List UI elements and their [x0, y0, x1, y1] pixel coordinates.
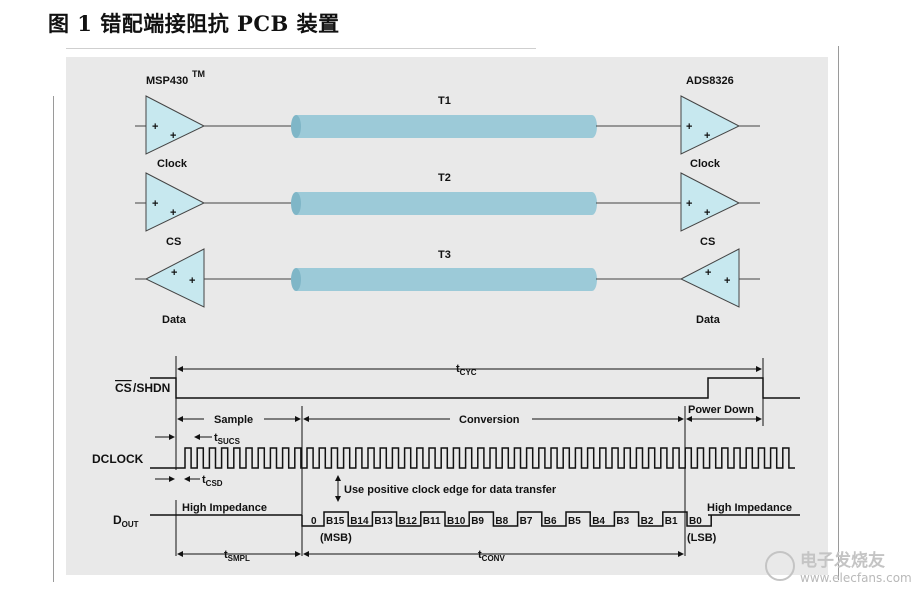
msb-label: (MSB) — [320, 532, 352, 544]
bit-label-b0: B0 — [689, 516, 702, 527]
line-name: T1 — [438, 95, 451, 107]
bit-label-b13: B13 — [374, 516, 393, 527]
receiver-triangle — [680, 172, 741, 232]
bit-label-b15: B15 — [326, 516, 345, 527]
plus-sign: + — [686, 198, 692, 210]
bit-label-b7: B7 — [520, 516, 533, 527]
mcu-trademark: TM — [192, 69, 205, 79]
line-row-t3: + + + + T3 Data Data — [135, 248, 760, 326]
bit-label-b2: B2 — [641, 516, 654, 527]
bit-label-b6: B6 — [544, 516, 557, 527]
bit-label-b12: B12 — [399, 516, 418, 527]
bit-label-b10: B10 — [447, 516, 466, 527]
plus-sign: + — [171, 267, 177, 279]
figure-caption: 图 1 错配端接阻抗 PCB 装置 — [48, 11, 340, 36]
watermark-url: www.elecfans.com — [800, 571, 911, 585]
power-down-label: Power Down — [688, 404, 754, 416]
bit-label-b11: B11 — [423, 516, 441, 527]
plus-sign: + — [170, 207, 176, 219]
plus-sign: + — [170, 130, 176, 142]
t-conv-label: tCONV — [478, 549, 505, 563]
cs-waveform — [150, 377, 800, 399]
dclock-label: DCLOCK — [92, 452, 144, 466]
plus-sign: + — [704, 207, 710, 219]
right-signal-label: Clock — [690, 158, 721, 170]
dout-waveform — [301, 511, 712, 527]
dclock-waveform — [150, 447, 795, 469]
receiver-triangle — [144, 248, 205, 308]
bit-label-b3: B3 — [616, 516, 629, 527]
cable-end — [587, 192, 597, 215]
cable-end — [587, 115, 597, 138]
plus-sign: + — [189, 275, 195, 287]
cs-shdn-label: /SHDN — [133, 381, 170, 395]
top-divider — [66, 48, 536, 49]
plus-sign: + — [152, 198, 158, 210]
right-border-line — [838, 46, 839, 580]
t-cyc-label: tCYC — [456, 363, 477, 377]
transmission-line-t2 — [296, 192, 592, 215]
plus-sign: + — [705, 267, 711, 279]
adc-label: ADS8326 — [686, 75, 734, 87]
cable-end — [291, 192, 301, 215]
bit-label-b4: B4 — [592, 516, 605, 527]
t-smpl-label: tSMPL — [224, 549, 250, 563]
cable-end — [291, 115, 301, 138]
lsb-label: (LSB) — [687, 532, 717, 544]
watermark: 电子发烧友 www.elecfans.com — [765, 550, 911, 585]
plus-sign: + — [686, 121, 692, 133]
line-name: T3 — [438, 249, 451, 261]
driver-triangle — [145, 95, 206, 155]
transmission-line-t1 — [296, 115, 592, 138]
zero-bit-label: 0 — [311, 516, 317, 527]
line-name: T2 — [438, 172, 451, 184]
watermark-cn: 电子发烧友 — [800, 550, 885, 571]
left-signal-label: Clock — [157, 158, 188, 170]
cable-end — [291, 268, 301, 291]
bit-label-b9: B9 — [471, 516, 484, 527]
clock-edge-note: Use positive clock edge for data transfe… — [344, 484, 557, 496]
watermark-logo-icon — [765, 551, 795, 581]
high-impedance-left: High Impedance — [182, 502, 267, 514]
plus-sign: + — [724, 275, 730, 287]
high-impedance-right: High Impedance — [707, 502, 792, 514]
line-row-t2: + + + + T2 CS CS — [135, 172, 760, 248]
sample-phase-label: Sample — [214, 414, 253, 426]
bit-label-b8: B8 — [495, 516, 508, 527]
driver-triangle — [145, 172, 206, 232]
plus-sign: + — [152, 121, 158, 133]
right-signal-label: CS — [700, 236, 715, 248]
left-border-line — [53, 96, 54, 582]
left-signal-label: Data — [162, 314, 187, 326]
conversion-phase-label: Conversion — [459, 414, 520, 426]
cs-overline-label: CS — [115, 381, 132, 395]
dout-label: DOUT — [113, 513, 139, 529]
mcu-label: MSP430 — [146, 75, 188, 87]
cable-end — [587, 268, 597, 291]
receiver-triangle — [680, 95, 741, 155]
plus-sign: + — [704, 130, 710, 142]
bit-label-b5: B5 — [568, 516, 581, 527]
left-signal-label: CS — [166, 236, 181, 248]
t-csd-label: tCSD — [202, 474, 223, 488]
bit-label-b1: B1 — [665, 516, 678, 527]
right-signal-label: Data — [696, 314, 721, 326]
t-sucs-label: tSUCS — [214, 432, 241, 446]
line-row-t1: + + + + T1 Clock Clock — [135, 95, 760, 170]
bit-labels: B15 B14 B13 B12 B11 B10 B9 B8 B7 B6 B5 B4 B3 B2 B1 B0 — [326, 516, 702, 527]
driver-triangle — [679, 248, 740, 308]
bit-label-b14: B14 — [350, 516, 369, 527]
transmission-line-t3 — [296, 268, 592, 291]
